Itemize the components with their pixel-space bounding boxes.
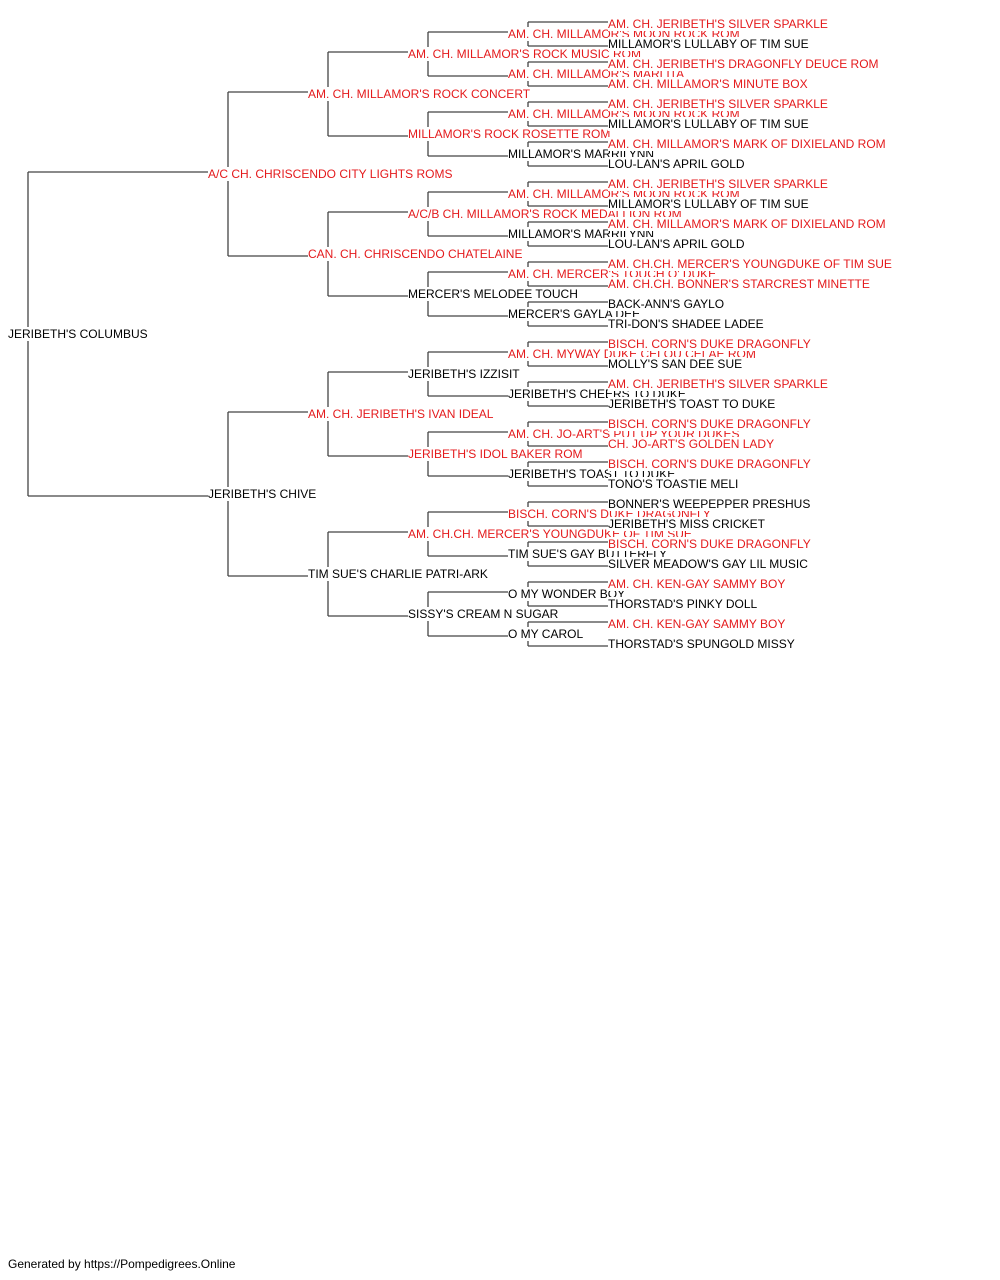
- pedigree-name-gen3: CAN. CH. CHRISCENDO CHATELAINE: [308, 247, 525, 261]
- pedigree-name-gen6: BISCH. CORN'S DUKE DRAGONFLY: [608, 537, 813, 551]
- pedigree-name-gen4: AM. CH. MILLAMOR'S ROCK MUSIC ROM: [408, 47, 643, 61]
- pedigree-name-gen6: AM. CH. KEN-GAY SAMMY BOY: [608, 617, 788, 631]
- pedigree-name-gen6: AM. CH. JERIBETH'S SILVER SPARKLE: [608, 177, 830, 191]
- pedigree-name-gen3: TIM SUE'S CHARLIE PATRI-ARK: [308, 567, 490, 581]
- pedigree-name-gen6: TONO'S TOASTIE MELI: [608, 477, 741, 491]
- pedigree-name-gen4: JERIBETH'S IDOL BAKER ROM: [408, 447, 585, 461]
- pedigree-name-gen6: MILLAMOR'S LULLABY OF TIM SUE: [608, 37, 811, 51]
- pedigree-name-gen6: BISCH. CORN'S DUKE DRAGONFLY: [608, 337, 813, 351]
- pedigree-name-gen6: AM. CH. MILLAMOR'S MINUTE BOX: [608, 77, 810, 91]
- pedigree-name-gen4: JERIBETH'S IZZISIT: [408, 367, 522, 381]
- pedigree-name-gen5: O MY WONDER BOY: [508, 587, 628, 601]
- pedigree-name-gen6: LOU-LAN'S APRIL GOLD: [608, 237, 747, 251]
- pedigree-name-gen6: SILVER MEADOW'S GAY LIL MUSIC: [608, 557, 810, 571]
- pedigree-name-gen6: MILLAMOR'S LULLABY OF TIM SUE: [608, 117, 811, 131]
- pedigree-name-gen6: BISCH. CORN'S DUKE DRAGONFLY: [608, 457, 813, 471]
- pedigree-name-gen6: AM. CH. MILLAMOR'S MARK OF DIXIELAND ROM: [608, 217, 888, 231]
- pedigree-name-gen6: AM. CH. JERIBETH'S SILVER SPARKLE: [608, 17, 830, 31]
- pedigree-name-gen6: BISCH. CORN'S DUKE DRAGONFLY: [608, 417, 813, 431]
- pedigree-name-gen3: AM. CH. JERIBETH'S IVAN IDEAL: [308, 407, 496, 421]
- pedigree-name-gen3: AM. CH. MILLAMOR'S ROCK CONCERT: [308, 87, 533, 101]
- pedigree-name-gen6: AM. CH.CH. BONNER'S STARCREST MINETTE: [608, 277, 872, 291]
- pedigree-name-gen6: AM. CH. JERIBETH'S SILVER SPARKLE: [608, 377, 830, 391]
- pedigree-name-gen6: BONNER'S WEEPEPPER PRESHUS: [608, 497, 813, 511]
- pedigree-name-gen6: CH. JO-ART'S GOLDEN LADY: [608, 437, 777, 451]
- pedigree-name-gen4: MILLAMOR'S ROCK ROSETTE ROM: [408, 127, 613, 141]
- pedigree-name-gen2: A/C CH. CHRISCENDO CITY LIGHTS ROMS: [208, 167, 455, 181]
- pedigree-name-gen6: AM. CH. JERIBETH'S SILVER SPARKLE: [608, 97, 830, 111]
- pedigree-name-gen2: JERIBETH'S CHIVE: [208, 487, 319, 501]
- pedigree-name-gen6: AM. CH. MILLAMOR'S MARK OF DIXIELAND ROM: [608, 137, 888, 151]
- pedigree-name-gen6: THORSTAD'S PINKY DOLL: [608, 597, 760, 611]
- pedigree-name-gen1: JERIBETH'S COLUMBUS: [8, 327, 150, 341]
- pedigree-name-gen4: SISSY'S CREAM N SUGAR: [408, 607, 561, 621]
- pedigree-name-gen6: TRI-DON'S SHADEE LADEE: [608, 317, 766, 331]
- generated-by-footer: Generated by https://Pompedigrees.Online: [8, 1257, 236, 1271]
- pedigree-name-gen6: AM. CH. JERIBETH'S DRAGONFLY DEUCE ROM: [608, 57, 881, 71]
- pedigree-name-gen6: JERIBETH'S MISS CRICKET: [608, 517, 767, 531]
- pedigree-name-gen6: LOU-LAN'S APRIL GOLD: [608, 157, 747, 171]
- pedigree-name-gen6: MILLAMOR'S LULLABY OF TIM SUE: [608, 197, 811, 211]
- pedigree-name-gen4: MERCER'S MELODEE TOUCH: [408, 287, 580, 301]
- pedigree-name-gen6: MOLLY'S SAN DEE SUE: [608, 357, 745, 371]
- pedigree-name-gen6: AM. CH. KEN-GAY SAMMY BOY: [608, 577, 788, 591]
- pedigree-name-gen6: AM. CH.CH. MERCER'S YOUNGDUKE OF TIM SUE: [608, 257, 894, 271]
- pedigree-name-gen5: O MY CAROL: [508, 627, 586, 641]
- pedigree-name-gen6: BACK-ANN'S GAYLO: [608, 297, 727, 311]
- pedigree-name-gen6: JERIBETH'S TOAST TO DUKE: [608, 397, 778, 411]
- pedigree-name-gen6: THORSTAD'S SPUNGOLD MISSY: [608, 637, 797, 651]
